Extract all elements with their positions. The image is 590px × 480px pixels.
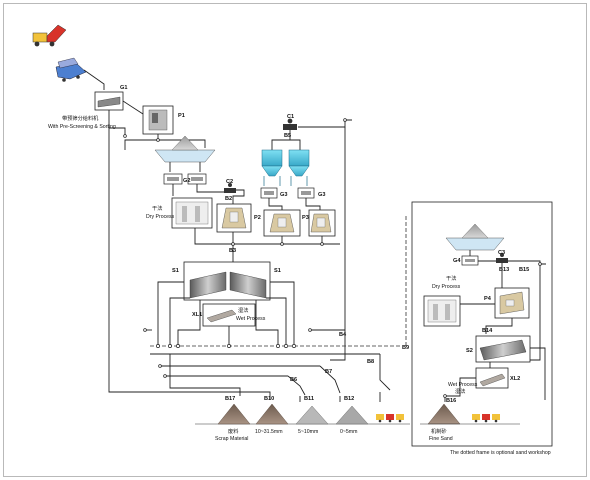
dry-process-box-right [423,295,461,327]
sand-washer-xl2 [475,367,509,389]
label-c3: C3 [498,250,505,256]
feeder-g4 [461,255,479,266]
label-b16: B16 [446,398,456,404]
label-b13: B13 [499,267,509,273]
sand-workshop-frame [411,201,553,447]
label-b5: B5 [284,133,291,139]
label-b12: B12 [344,396,354,402]
label-p3: P3 [302,215,309,221]
blue-hopper-left [261,149,283,186]
label-scrap-en: Scrap Material [215,436,248,442]
label-c2: C2 [226,179,233,185]
label-dry-cn-left: 干法 [152,204,162,212]
cone-crusher-p3-left [263,209,301,237]
blue-hopper-right [288,149,310,186]
scrap-return-line [108,128,271,400]
feeder-g3-left [260,187,278,199]
vibrating-screen-s1 [183,261,271,301]
belt-c2-icon [224,183,236,193]
label-b17: B17 [225,396,235,402]
stockpile-cone-left [154,135,216,163]
label-b3: B3 [229,248,236,254]
stockpile-fine-sand [427,403,461,425]
label-b11: B11 [304,396,314,402]
feeder-g2-right [187,173,207,185]
dump-truck-icon [32,24,67,47]
label-b4: B4 [339,332,347,338]
truck-group-right-icon [472,414,500,423]
label-p4: P4 [484,296,492,302]
label-10-31mm: 10~31.5mm [255,429,283,435]
sand-maker-p4 [494,287,530,319]
label-p1: P1 [178,113,185,119]
label-b8: B8 [367,359,374,365]
label-b14: B14 [482,328,493,334]
stockpile-5-10mm [295,405,329,425]
label-wet-en-right: Wet Process [448,382,478,388]
label-b7: B7 [325,369,332,375]
label-pre-screen-en: With Pre-Screening & Sorting [48,124,116,130]
label-b6: B6 [290,377,297,383]
label-0-5mm: 0~5mm [340,429,357,435]
label-b2: B2 [225,196,232,202]
label-dry-en-right: Dry Process [432,284,461,290]
vibrating-screen-s2 [475,335,531,363]
label-fine-en: Fine Sand [429,436,453,442]
label-s1-left: S1 [172,268,179,274]
label-b9: B9 [402,345,409,351]
label-scrap-cn: 废料 [228,427,238,435]
vibrating-feeder-g1 [94,91,124,111]
label-g1: G1 [120,85,127,91]
label-b10: B10 [264,396,274,402]
label-c1: C1 [287,114,294,120]
feeder-g2-left [163,173,183,185]
sand-washer-xl1 [202,303,256,327]
truck-to-feeder-line [83,69,105,90]
label-g3b: G3 [318,192,325,198]
label-xl2: XL2 [510,376,520,382]
stockpile-scrap [217,403,251,425]
label-xl1: XL1 [192,312,202,318]
label-wet-en: Wet Process [236,316,266,322]
label-5-10mm: 5~10mm [298,429,318,435]
label-g4: G4 [453,258,461,264]
label-s1-right: S1 [274,268,281,274]
label-b15: B15 [519,267,529,273]
label-g2: G2 [183,178,190,184]
label-pre-screen-cn: 带预筛分给料机 [62,114,99,122]
label-wet-cn: 湿法 [238,306,248,314]
cone-crusher-p3-right [308,209,336,237]
stockpile-cone-right [445,223,505,251]
stockpile-10-31mm [255,403,289,425]
label-s2: S2 [466,348,473,354]
label-p2: P2 [254,215,261,221]
workshop-note: The dotted frame is optional sand worksh… [450,450,551,456]
label-g3a: G3 [280,192,287,198]
dry-process-box-left [171,197,213,229]
label-dry-en-left: Dry Process [146,214,175,220]
stockpile-0-5mm [335,405,369,425]
truck-group-icon [376,414,404,423]
impact-crusher-p2 [216,203,252,233]
label-dry-cn-right: 干法 [446,274,456,282]
jaw-crusher-p1 [142,105,174,135]
belt-c3-icon [496,253,508,263]
label-fine-cn: 机制砂 [431,427,447,435]
feed-cart-icon [55,57,87,82]
feeder-g3-right [297,187,315,199]
belt-c1-icon [283,118,297,130]
